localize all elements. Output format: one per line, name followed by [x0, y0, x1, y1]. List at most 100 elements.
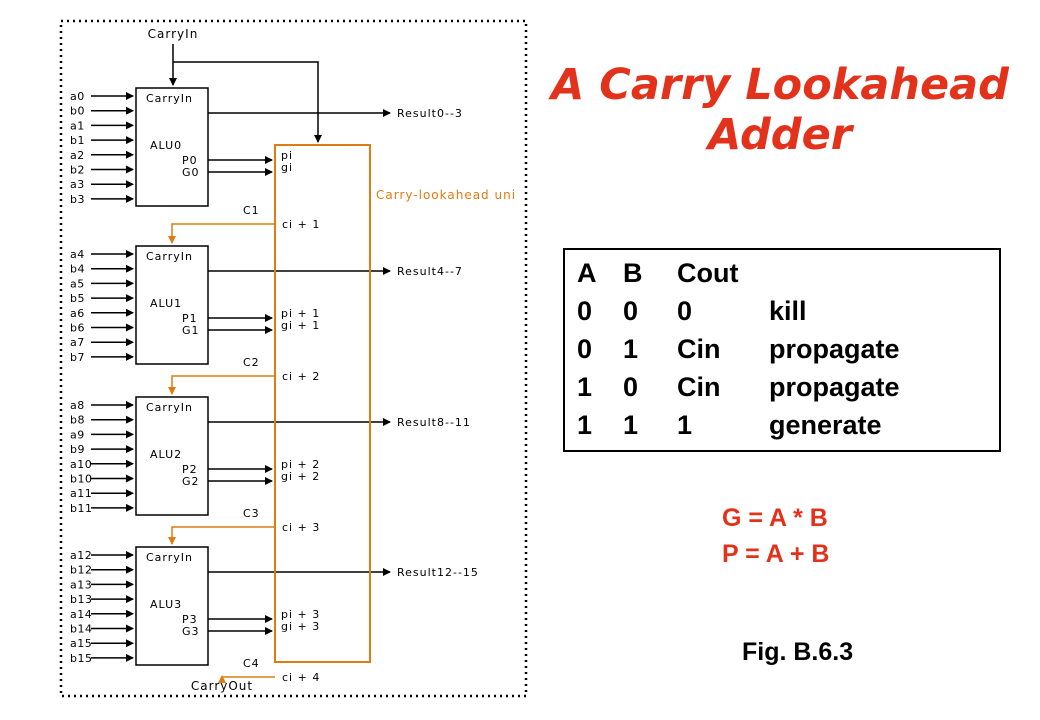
carry-label: C1 [243, 204, 260, 217]
input-label: b13 [70, 593, 92, 606]
alu-g-label: G0 [182, 166, 200, 179]
header-a: A [577, 258, 597, 288]
alu-carryin-label: CarryIn [146, 92, 193, 105]
result-label: Result4--7 [397, 265, 463, 278]
alu-p-label: P2 [182, 463, 198, 476]
input-label: a10 [70, 458, 92, 471]
unit-carry-port: ci + 4 [282, 671, 320, 684]
alu-name: ALU0 [150, 139, 182, 152]
carry-label: C2 [243, 356, 260, 369]
cell-b: 0 [623, 296, 639, 326]
dotted-frame [59, 19, 528, 698]
truth-table-row: 1 0 Cin propagate [575, 368, 999, 406]
alu-g-label: G2 [182, 475, 200, 488]
unit-carry-port: ci + 3 [282, 521, 320, 534]
cell-b: 1 [623, 334, 639, 364]
unit-p-port: pi + 1 [281, 307, 320, 320]
input-label: b7 [70, 351, 85, 364]
cell-b: 0 [623, 372, 639, 402]
cell-b: 1 [623, 410, 639, 440]
figure-caption: Fig. B.6.3 [742, 638, 854, 666]
input-label: a7 [70, 336, 85, 349]
cell-meaning: kill [769, 296, 807, 326]
result-label: Result8--11 [397, 416, 471, 429]
alu-name: ALU1 [150, 297, 182, 310]
carry-label: C4 [243, 657, 260, 670]
carry-label: C3 [243, 507, 260, 520]
cell-a: 1 [577, 372, 593, 402]
header-cout: Cout [677, 258, 739, 288]
input-label: b0 [70, 105, 85, 118]
alu-g-label: G1 [182, 324, 200, 337]
alu-g-label: G3 [182, 625, 200, 638]
cell-cout: 1 [677, 410, 693, 440]
unit-p-port: pi [281, 149, 293, 162]
cell-meaning: propagate [769, 334, 900, 364]
unit-carry-port: ci + 2 [282, 370, 320, 383]
input-label: a12 [70, 549, 92, 562]
input-label: b6 [70, 322, 85, 335]
input-label: b5 [70, 292, 85, 305]
input-label: b1 [70, 134, 85, 147]
result-label: Result12--15 [397, 566, 479, 579]
carry-wire [168, 223, 275, 244]
input-label: b14 [70, 623, 92, 636]
input-label: b11 [70, 502, 92, 515]
input-label: b12 [70, 564, 92, 577]
input-label: a13 [70, 578, 92, 591]
cell-a: 0 [577, 296, 593, 326]
input-label: b15 [70, 652, 92, 665]
header-b: B [623, 258, 643, 288]
input-label: a11 [70, 487, 92, 500]
carry-wire [168, 375, 275, 395]
input-label: b3 [70, 193, 85, 206]
alu-box [135, 396, 209, 516]
propagate-equation: P = A + B [722, 540, 830, 568]
alu-carryin-label: CarryIn [146, 250, 193, 263]
unit-g-port: gi + 2 [281, 470, 320, 483]
cell-cout: Cin [677, 334, 721, 364]
alu-blocks: CarryInALU0P0G0a0b0a1b1a2b2a3b3Result0--… [70, 44, 479, 684]
truth-table-header: A B Cout [575, 254, 999, 292]
input-label: a1 [70, 119, 85, 132]
unit-p-port: pi + 3 [281, 608, 320, 621]
truth-table-row: 0 1 Cin propagate [575, 330, 999, 368]
input-label: b2 [70, 164, 85, 177]
input-label: a5 [70, 277, 85, 290]
alu-box [135, 546, 209, 666]
input-label: a15 [70, 637, 92, 650]
input-label: a4 [70, 248, 85, 261]
alu-name: ALU2 [150, 448, 182, 461]
slide-title: A Carry Lookahead Adder [551, 60, 1009, 160]
cell-meaning: generate [769, 410, 882, 440]
alu-carryin-label: CarryIn [146, 551, 193, 564]
input-label: a6 [70, 307, 85, 320]
unit-g-port: gi + 3 [281, 620, 320, 633]
input-label: a0 [70, 90, 85, 103]
input-label: b8 [70, 414, 85, 427]
truth-table-row: 1 1 1 generate [575, 406, 999, 444]
alu-name: ALU3 [150, 598, 182, 611]
truth-table-row: 0 0 0 kill [575, 292, 999, 330]
carry-in-to-unit-wire [173, 61, 322, 143]
input-label: a2 [70, 149, 85, 162]
alu-p-label: P1 [182, 312, 198, 325]
unit-carry-port: ci + 1 [282, 218, 320, 231]
input-label: b4 [70, 263, 85, 276]
alu-box [135, 245, 209, 365]
unit-g-port: gi + 1 [281, 319, 320, 332]
cell-cout: Cin [677, 372, 721, 402]
carry-wire [168, 526, 275, 545]
input-label: a14 [70, 608, 92, 621]
carry-out-label: CarryOut [191, 679, 253, 693]
input-label: a9 [70, 428, 85, 441]
unit-g-port: gi [281, 161, 293, 174]
cell-a: 1 [577, 410, 593, 440]
result-label: Result0--3 [397, 107, 463, 120]
input-label: a8 [70, 399, 85, 412]
cell-meaning: propagate [769, 372, 900, 402]
input-label: b10 [70, 473, 92, 486]
cell-a: 0 [577, 334, 593, 364]
